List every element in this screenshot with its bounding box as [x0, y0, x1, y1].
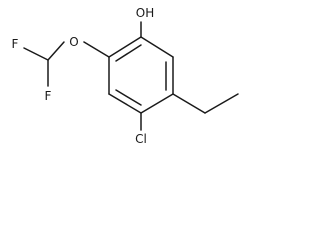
bond-ethyl-ch2-ch3: [204, 93, 239, 114]
double-bond-inner-c6-c1: [115, 44, 142, 62]
chlorine-label: Cl: [135, 132, 147, 146]
hydroxyl-label: OH: [136, 6, 154, 20]
ring-bond-c4-c5: [108, 93, 142, 114]
bond-chf2-f-upper: [23, 47, 49, 61]
bond-o-chf2: [47, 41, 65, 61]
benzene-ring: [108, 36, 174, 114]
bond-c6-o: [83, 41, 110, 58]
ring-bond-c6-c1: [108, 36, 142, 58]
ring-bond-c3-c4: [140, 93, 174, 114]
ether-oxygen-label: O: [69, 35, 78, 49]
ring-bond-c1-c2: [140, 36, 174, 58]
bond-c3-ethyl-ch2: [172, 93, 206, 114]
molecule-structure: OH O F F Cl: [12, 6, 239, 146]
double-bond-inner-c4-c5: [115, 89, 142, 106]
fluorine-lower-label: F: [45, 89, 52, 103]
fluorine-upper-label: F: [12, 37, 19, 51]
